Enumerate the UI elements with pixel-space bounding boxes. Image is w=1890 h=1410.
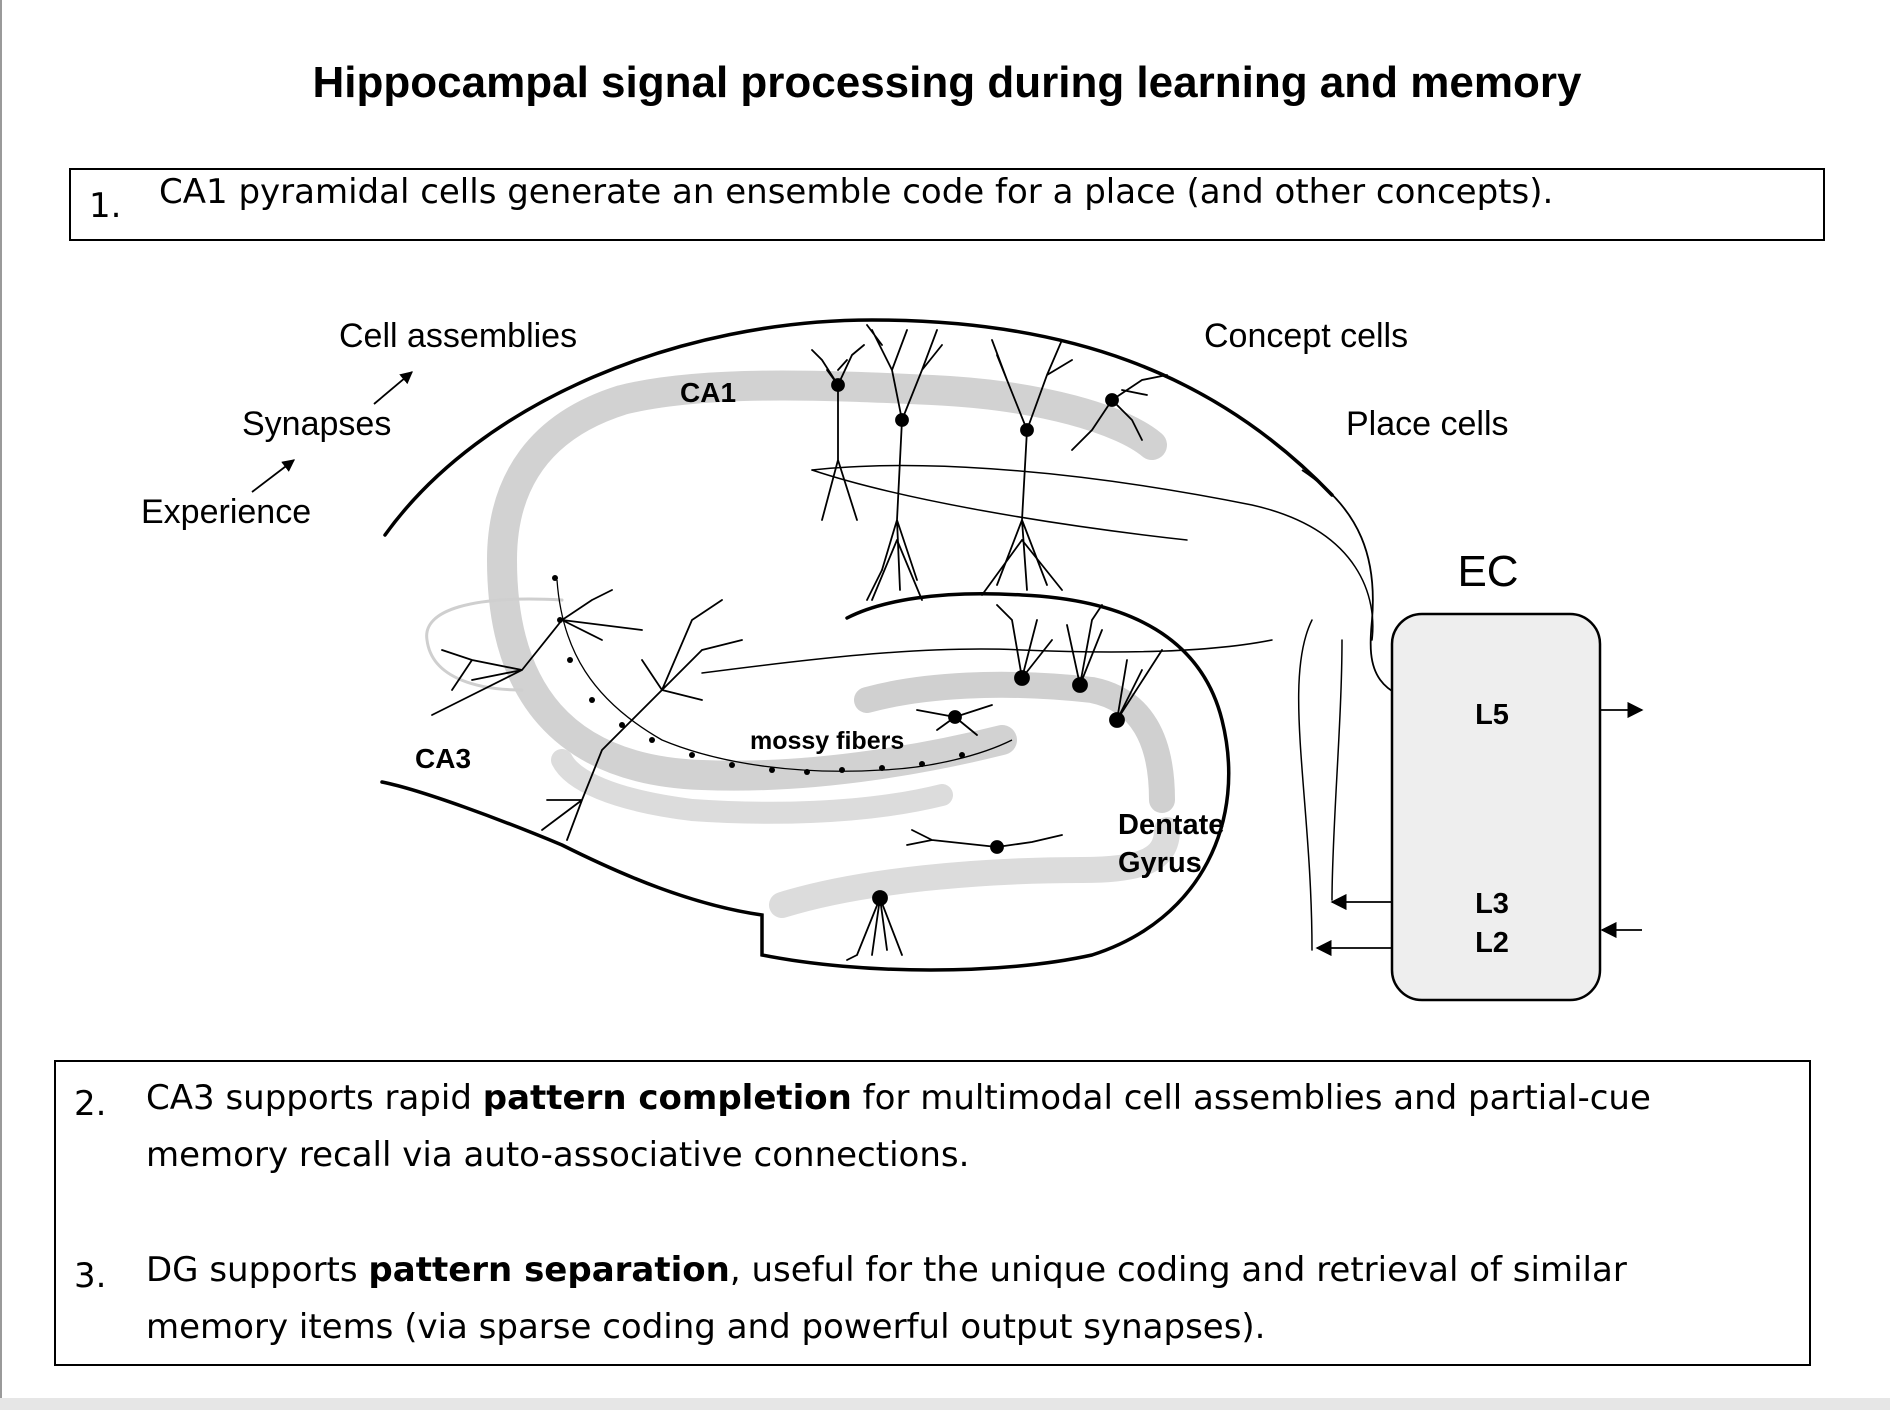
label-mossy-fibers: mossy fibers xyxy=(750,727,904,755)
label-experience: Experience xyxy=(141,493,311,531)
arrow-experience-to-synapses xyxy=(251,459,296,493)
dentate-lower-layer xyxy=(769,817,1180,918)
point-3-bold: pattern separation xyxy=(368,1250,730,1290)
hilus-cell-1 xyxy=(916,704,993,736)
point-2-text: CA3 supports rapid pattern completion fo… xyxy=(146,1070,1776,1184)
ca1-neuron-4 xyxy=(1071,374,1168,451)
hippocampus-diagram: Cell assemblies Synapses Experience Conc… xyxy=(141,317,1644,1002)
label-l2: L2 xyxy=(1475,927,1509,959)
label-dentate: Dentate xyxy=(1118,809,1224,841)
mossy-fiber-path xyxy=(552,575,1013,775)
outer-arc xyxy=(383,318,1334,537)
deep-line-3 xyxy=(1331,639,1343,901)
label-ca1: CA1 xyxy=(680,377,736,408)
points-2-3-box: 2. CA3 supports rapid pattern completion… xyxy=(54,1060,1811,1366)
neurons xyxy=(431,324,1168,961)
deep-line-1 xyxy=(701,639,1273,674)
label-concept-cells: Concept cells xyxy=(1204,317,1408,355)
point-2-bold: pattern completion xyxy=(482,1078,852,1118)
bottom-strip xyxy=(0,1398,1890,1410)
label-l5: L5 xyxy=(1475,699,1509,731)
hilus-cell-2 xyxy=(906,829,1063,854)
point-3-text: DG supports pattern separation, useful f… xyxy=(146,1242,1776,1356)
dentate-lower-neuron xyxy=(846,890,903,961)
dentate-neuron-2 xyxy=(1066,604,1103,693)
deep-line-2 xyxy=(1297,619,1313,951)
point-1-box: 1. CA1 pyramidal cells generate an ensem… xyxy=(69,168,1825,241)
point-2-pre: CA3 supports rapid xyxy=(146,1078,483,1118)
ca3-end-loop xyxy=(425,597,564,692)
ca1-neuron-1 xyxy=(811,344,865,521)
stratum-line xyxy=(811,464,1374,641)
label-place-cells: Place cells xyxy=(1346,405,1509,443)
ec-box xyxy=(1390,612,1602,1002)
ca1-neuron-3 xyxy=(981,339,1073,596)
outlines xyxy=(380,318,1374,972)
left-chain-arrows xyxy=(251,371,413,493)
point-2-post: for multimodal cell assemblies and parti… xyxy=(146,1078,1651,1175)
ca1-neuron-2 xyxy=(866,324,943,601)
dentate-neuron-1 xyxy=(996,604,1053,686)
ca3-neuron-2 xyxy=(541,599,743,841)
ca-pyramidal-layer xyxy=(486,370,1167,791)
ventricle-curve xyxy=(380,592,1231,972)
label-synapses: Synapses xyxy=(242,405,391,443)
point-3-post: , useful for the unique coding and retri… xyxy=(146,1250,1627,1347)
arrow-synapses-to-assemblies xyxy=(373,371,413,405)
label-ec: EC xyxy=(1457,547,1518,596)
dentate-neuron-3 xyxy=(1109,649,1163,728)
page-title: Hippocampal signal processing during lea… xyxy=(312,58,1582,107)
point-3-number: 3. xyxy=(74,1256,107,1296)
ca3-inner-layer xyxy=(551,749,953,824)
point-1-number: 1. xyxy=(89,186,122,226)
label-l3: L3 xyxy=(1475,888,1509,920)
point-3-pre: DG supports xyxy=(146,1250,369,1290)
point-2-number: 2. xyxy=(74,1084,107,1124)
hippocampal-fissure xyxy=(811,469,1188,541)
label-ca3: CA3 xyxy=(415,743,471,774)
point-1-text: CA1 pyramidal cells generate an ensemble… xyxy=(159,172,1554,212)
label-cell-assemblies: Cell assemblies xyxy=(339,317,577,355)
label-gyrus: Gyrus xyxy=(1118,847,1202,879)
cell-layers xyxy=(425,370,1180,918)
